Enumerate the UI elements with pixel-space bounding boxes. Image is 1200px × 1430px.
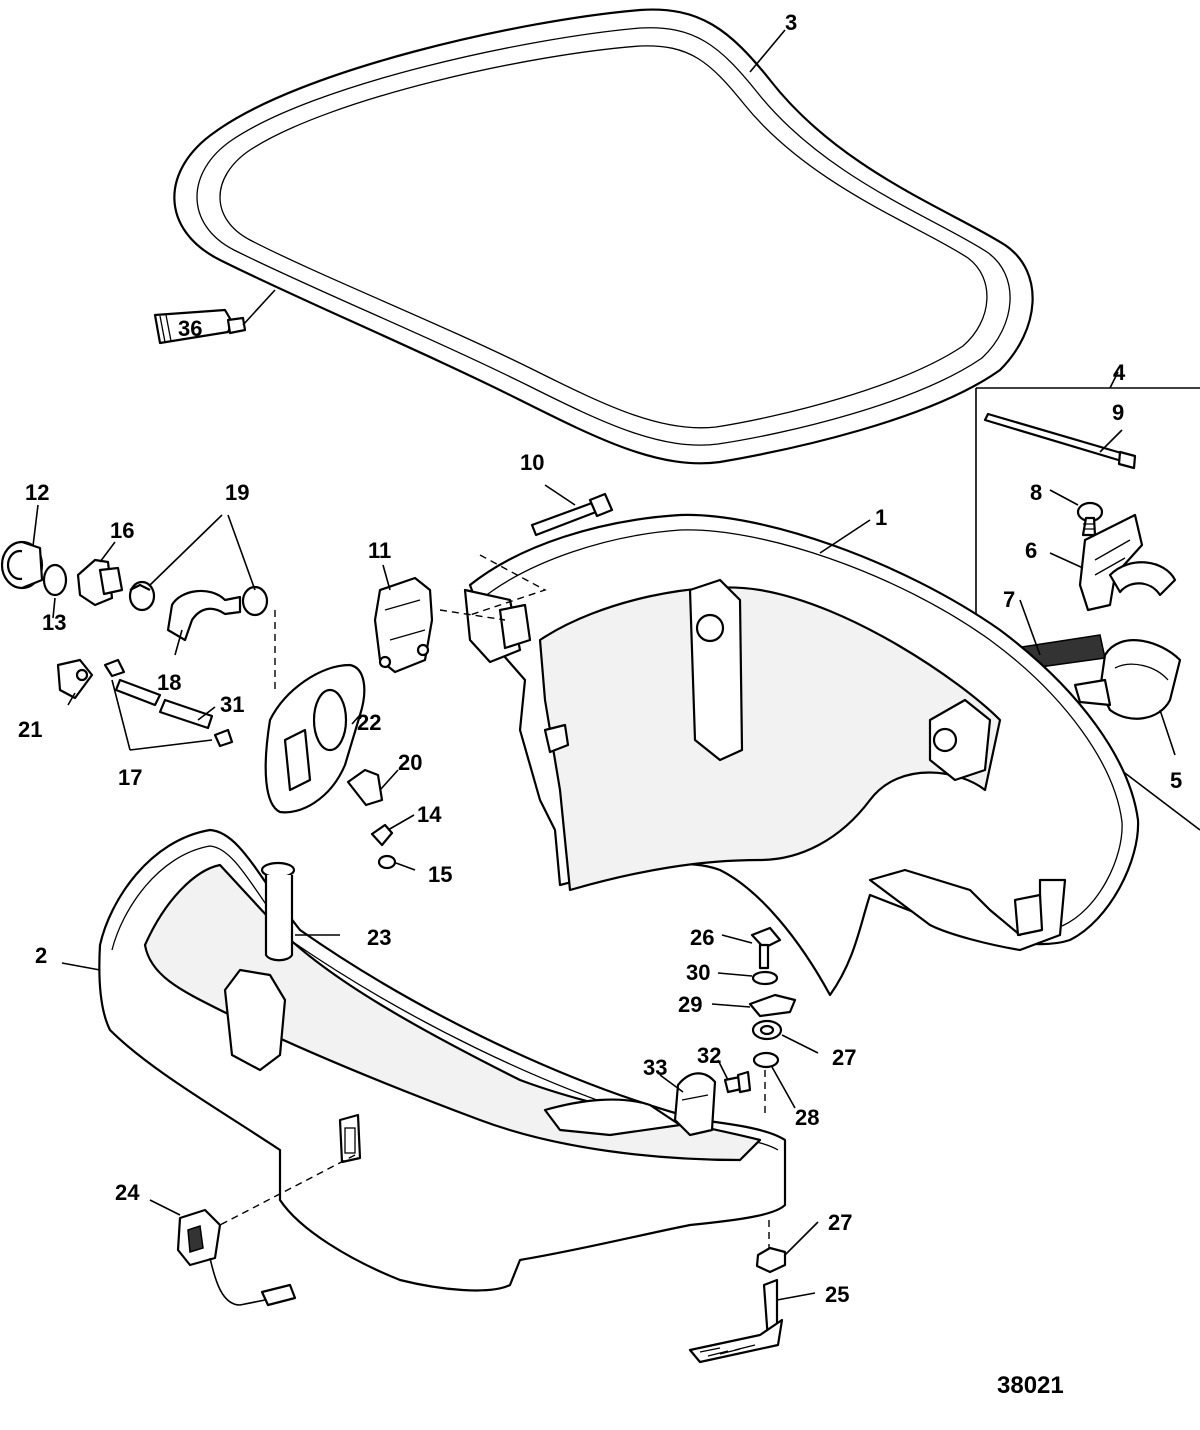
callout-6: 6 xyxy=(1025,538,1037,563)
callout-26: 26 xyxy=(690,925,714,950)
hose-clamps xyxy=(128,580,269,617)
callout-30: 30 xyxy=(686,960,710,985)
grommet-upper xyxy=(751,1019,783,1041)
callout-33: 33 xyxy=(643,1055,667,1080)
callout-20: 20 xyxy=(398,750,422,775)
drawing-reference-number: 38021 xyxy=(997,1372,1064,1399)
callout-10: 10 xyxy=(520,450,544,475)
latch-screw xyxy=(723,1070,752,1094)
latch-plate xyxy=(748,993,797,1018)
latch-lever xyxy=(688,1278,784,1364)
callout-29: 29 xyxy=(678,992,702,1017)
callout-15: 15 xyxy=(428,862,452,887)
callout-24: 24 xyxy=(115,1180,140,1205)
callout-12: 12 xyxy=(25,480,49,505)
sealant-tube-label: 36 xyxy=(178,316,202,341)
upper-clamp xyxy=(1078,513,1177,612)
callout-28: 28 xyxy=(795,1105,819,1130)
callout-3: 3 xyxy=(785,10,797,35)
cable-tie xyxy=(983,412,1137,470)
vent-cover xyxy=(264,663,366,814)
bolt xyxy=(530,492,614,537)
rubber-grommet xyxy=(0,540,44,590)
callout-2: 2 xyxy=(35,943,47,968)
callout-19: 19 xyxy=(225,480,249,505)
leader-lines xyxy=(32,29,1176,1301)
callout-7: 7 xyxy=(1003,587,1015,612)
shoulder-bolt xyxy=(750,926,782,970)
callout-27-lower: 27 xyxy=(828,1210,852,1235)
callout-25: 25 xyxy=(825,1282,849,1307)
hose-clamps-small xyxy=(103,658,234,748)
drain-fitting xyxy=(346,768,384,807)
cowl-seal xyxy=(173,8,1034,465)
callout-labels: 1 2 3 4 5 6 7 8 9 10 11 12 13 14 15 16 1… xyxy=(18,10,1182,1399)
callout-1: 1 xyxy=(875,505,887,530)
callout-13: 13 xyxy=(42,610,66,635)
switch-harness xyxy=(176,1208,297,1307)
retainer xyxy=(56,658,94,700)
retaining-ring xyxy=(752,1051,780,1069)
washer xyxy=(377,854,397,870)
sealant-tube: 36 xyxy=(153,308,247,345)
callout-8: 8 xyxy=(1030,480,1042,505)
callout-18: 18 xyxy=(157,670,181,695)
callout-11: 11 xyxy=(368,538,391,563)
vent-hose xyxy=(114,678,214,730)
callout-17: 17 xyxy=(118,765,142,790)
flat-washer xyxy=(751,970,779,986)
grommet-lower xyxy=(755,1246,787,1274)
lower-clamp xyxy=(1073,639,1182,720)
latch-bracket xyxy=(673,1072,717,1137)
callout-4: 4 xyxy=(1113,360,1126,385)
callout-21: 21 xyxy=(18,717,42,742)
side-cowl-right xyxy=(463,513,1140,997)
callout-32: 32 xyxy=(697,1043,721,1068)
callout-27-upper: 27 xyxy=(832,1045,856,1070)
clip xyxy=(370,823,394,847)
drain-tube xyxy=(260,861,296,962)
callout-5: 5 xyxy=(1170,768,1182,793)
callout-31: 31 xyxy=(220,692,244,717)
mounting-bracket xyxy=(373,576,434,674)
callout-14: 14 xyxy=(417,802,442,827)
hose-fitting xyxy=(76,558,124,607)
callout-22: 22 xyxy=(357,710,381,735)
alignment-lines xyxy=(219,554,770,1248)
callout-9: 9 xyxy=(1112,400,1124,425)
breather-hose xyxy=(166,589,242,642)
callout-16: 16 xyxy=(110,518,134,543)
screw xyxy=(1076,501,1104,537)
o-ring xyxy=(42,563,68,597)
callout-23: 23 xyxy=(367,925,391,950)
